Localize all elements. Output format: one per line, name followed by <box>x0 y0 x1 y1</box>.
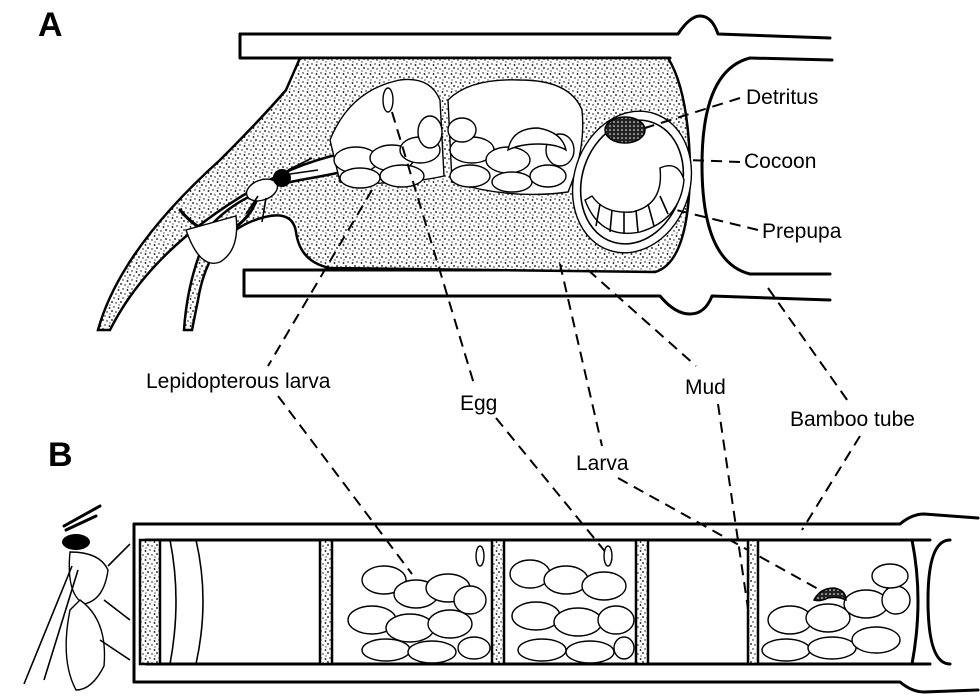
detritus-a <box>605 117 645 143</box>
lepidopterous-larvae-b2 <box>510 560 634 663</box>
label-egg: Egg <box>460 392 497 415</box>
lepidopterous-larvae-b3 <box>762 564 910 661</box>
panel-label-a: A <box>38 6 63 44</box>
label-bamboo-tube: Bamboo tube <box>790 408 915 431</box>
label-larva: Larva <box>576 452 629 475</box>
egg-b2 <box>604 546 612 566</box>
leader-bamboo-upper <box>768 288 850 404</box>
label-detritus: Detritus <box>746 86 818 109</box>
mud-partition-b3 <box>492 540 504 664</box>
leader-larva-label-to-b <box>278 396 412 574</box>
mud-partition-b4 <box>636 540 648 664</box>
leader-larva-upper <box>560 264 602 446</box>
leader-cocoon <box>688 160 740 162</box>
label-cocoon: Cocoon <box>744 150 816 173</box>
mud-plug-entrance <box>140 540 160 664</box>
label-lepidopterous-larva: Lepidopterous larva <box>146 370 331 393</box>
mud-partition-b5 <box>748 540 758 664</box>
egg-b1 <box>476 546 484 566</box>
larva-b <box>814 588 846 601</box>
label-mud: Mud <box>685 376 726 399</box>
label-prepupa: Prepupa <box>762 220 842 243</box>
lepidopterous-larvae-b1 <box>348 566 490 663</box>
partition-b1 <box>170 540 203 664</box>
leader-mud-upper <box>588 270 696 366</box>
egg-a <box>383 88 393 112</box>
panel-label-b: B <box>48 436 73 474</box>
leader-bamboo-lower <box>802 436 860 530</box>
mud-partition-b2 <box>320 540 332 664</box>
wasp-b <box>24 506 130 690</box>
